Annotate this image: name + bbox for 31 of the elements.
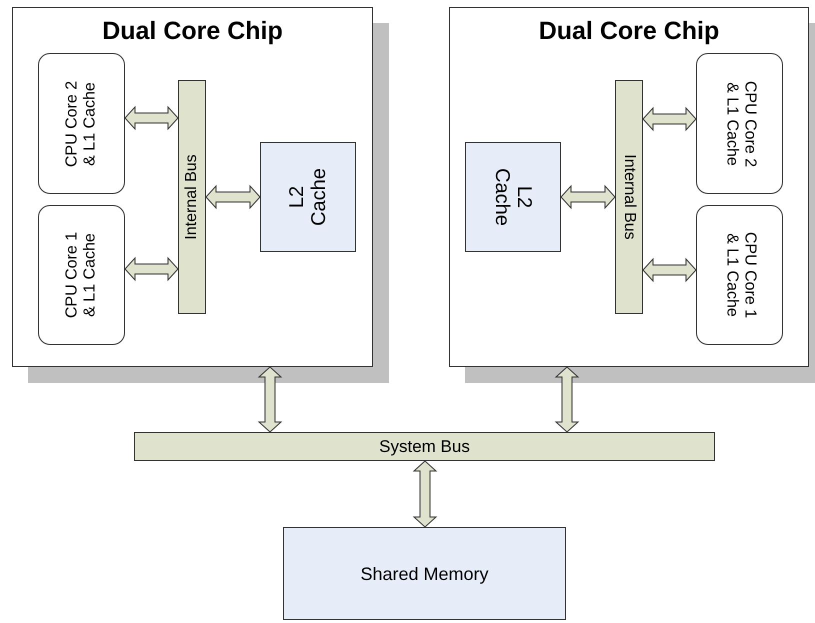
box-label: L2 Cache (286, 167, 330, 228)
double-arrow (560, 184, 616, 210)
cache-box (465, 142, 561, 252)
chip-title: Dual Core Chip (538, 19, 720, 44)
core-box (38, 53, 125, 194)
box-label: CPU Core 1 & L1 Cache (63, 230, 100, 320)
box-label: CPU Core 1 & L1 Cache (722, 230, 758, 320)
box-label: CPU Core 2 & L1 Cache (63, 79, 100, 169)
bus-label: Internal Bus (184, 153, 200, 242)
double-arrow (205, 184, 261, 210)
bus-bar (134, 432, 715, 461)
double-arrow (258, 366, 282, 433)
core-box (696, 53, 783, 194)
chip-title: Dual Core Chip (101, 19, 284, 44)
double-arrow (124, 106, 179, 130)
bus-bar (615, 80, 643, 314)
box-label: CPU Core 2 & L1 Cache (722, 79, 758, 169)
bus-bar (178, 80, 206, 314)
box-label: Shared Memory (360, 564, 489, 582)
double-arrow (412, 460, 438, 528)
double-arrow (124, 256, 179, 282)
bus-label: System Bus (379, 438, 470, 455)
double-arrow (642, 106, 697, 132)
memory-box (283, 527, 566, 620)
double-arrow (554, 366, 580, 433)
box-label: L2 Cache (491, 167, 535, 228)
cache-box (260, 142, 356, 252)
core-box (696, 205, 783, 345)
bus-label: Internal Bus (621, 153, 637, 242)
core-box (38, 205, 125, 345)
double-arrow (642, 258, 697, 282)
